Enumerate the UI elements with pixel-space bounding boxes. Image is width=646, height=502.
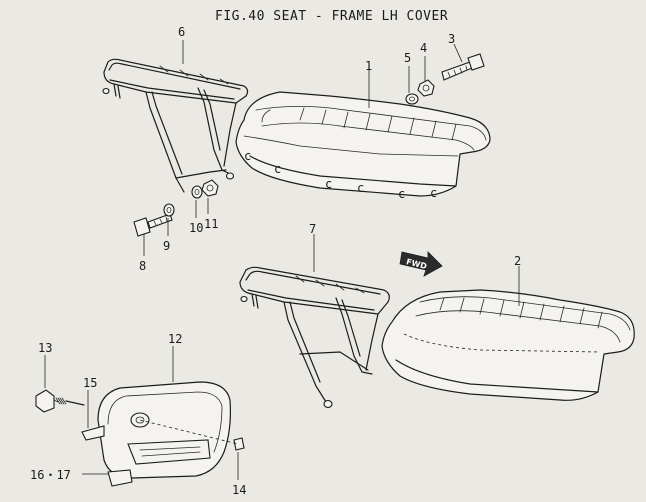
frame-cover-lh <box>81 381 231 487</box>
seat-upper: c c c c c c <box>235 91 491 201</box>
grommet-14 <box>233 437 245 451</box>
figure-title: FIG.40 SEAT - FRAME LH COVER <box>215 9 448 24</box>
svg-text:c: c <box>430 186 437 200</box>
callout-2: 2 <box>514 254 521 268</box>
callout-1: 1 <box>365 59 372 73</box>
callout-4: 4 <box>420 41 427 55</box>
fwd-arrow: FWD <box>399 251 443 277</box>
bolt-13 <box>35 389 85 413</box>
callout-7: 7 <box>309 222 316 236</box>
callout-12: 12 <box>168 332 182 346</box>
callout-15: 15 <box>83 376 97 390</box>
callout-6: 6 <box>178 25 185 39</box>
nut-4 <box>417 79 435 97</box>
seat-rack-upper <box>102 58 249 193</box>
seat-rack-lower <box>239 266 390 409</box>
washer-9 <box>163 203 175 217</box>
svg-text:c: c <box>244 149 251 163</box>
seat-lower <box>381 289 635 401</box>
nut-11 <box>201 179 219 197</box>
svg-text:c: c <box>398 187 405 201</box>
callout-3: 3 <box>448 32 455 46</box>
washer-5 <box>405 93 419 105</box>
svg-text:c: c <box>357 181 364 195</box>
callout-10: 10 <box>189 221 203 235</box>
callout-5: 5 <box>404 51 411 65</box>
callout-16-17: 16・17 <box>30 468 71 482</box>
callout-11: 11 <box>204 217 218 231</box>
svg-text:c: c <box>325 177 332 191</box>
washer-10 <box>191 185 203 199</box>
callouts: 6 1 3 4 5 8 9 10 11 7 2 12 13 15 16・17 1… <box>30 25 521 497</box>
leader-lines <box>44 40 520 480</box>
bolt-8 <box>133 213 173 237</box>
bolt-3 <box>441 53 485 81</box>
svg-text:c: c <box>274 162 281 176</box>
callout-14: 14 <box>232 483 246 497</box>
callout-9: 9 <box>163 239 170 253</box>
callout-8: 8 <box>139 259 146 273</box>
callout-13: 13 <box>38 341 52 355</box>
